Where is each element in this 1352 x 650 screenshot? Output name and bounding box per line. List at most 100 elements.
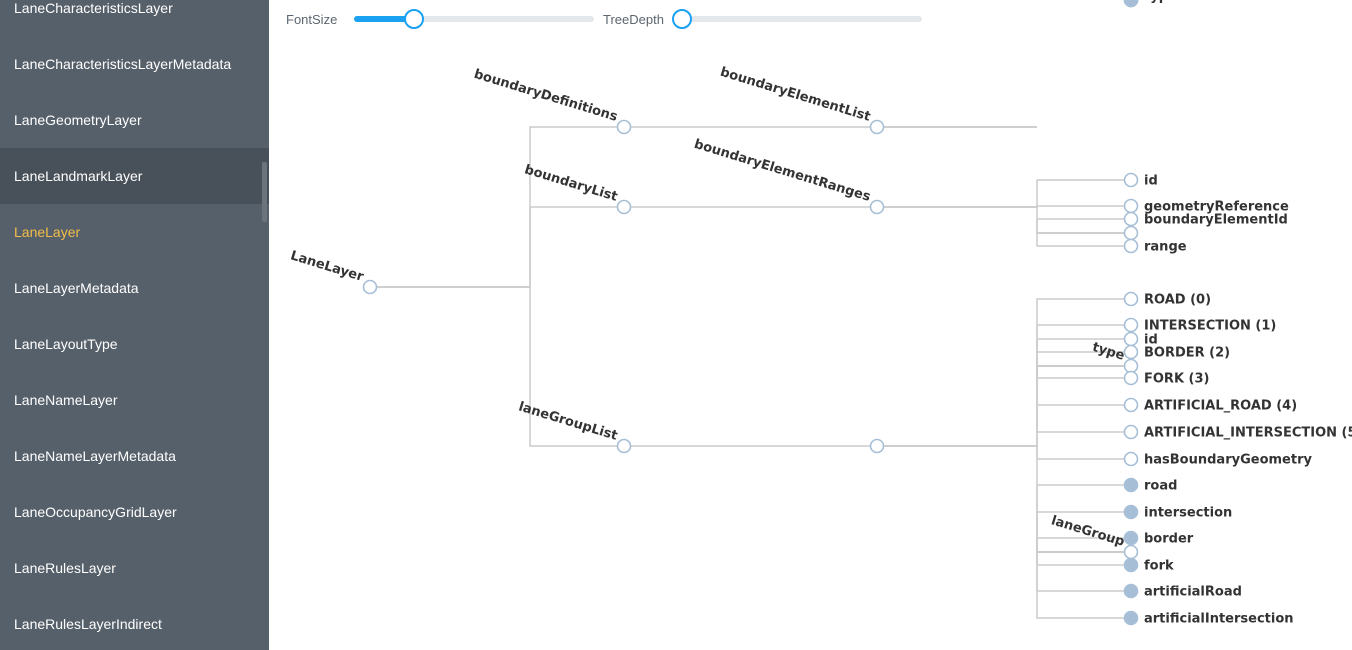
tree-link [1036, 365, 1138, 433]
tree-node-lanegrouplist[interactable] [869, 438, 885, 454]
tree-node-fork[interactable]: fork [1123, 557, 1174, 574]
tree-link [1036, 551, 1138, 566]
node-circle[interactable] [1123, 238, 1139, 254]
sidebar-item-lane-layer-metadata[interactable]: LaneLayerMetadata [14, 280, 139, 296]
node-label: intersection [1144, 506, 1232, 521]
node-circle[interactable] [1123, 583, 1139, 599]
tree-node-artificial-intersection-5[interactable]: ARTIFICIAL_INTERSECTION (5) [1123, 424, 1352, 441]
node-label: laneGroup [1049, 513, 1126, 550]
node-label: ROAD (0) [1144, 293, 1211, 308]
node-circle[interactable] [1123, 225, 1139, 241]
node-label: border [1144, 532, 1194, 547]
node-label: id [1144, 174, 1158, 189]
font-size-slider-thumb[interactable] [404, 9, 424, 29]
tree-node-boundarydefinitions[interactable]: boundaryDefinitions [472, 67, 632, 135]
node-circle[interactable] [1123, 331, 1139, 347]
node-circle[interactable] [616, 199, 632, 215]
sidebar-scrollbar[interactable] [262, 162, 267, 222]
sidebar-item-lane-rules-layer-indirect[interactable]: LaneRulesLayerIndirect [14, 616, 162, 632]
node-label: LaneLayer [289, 248, 366, 285]
tree-depth-slider[interactable] [672, 9, 922, 29]
node-label: BORDER (2) [1144, 346, 1230, 361]
tree-node-intersection[interactable]: intersection [1123, 504, 1233, 521]
node-circle[interactable] [616, 438, 632, 454]
tree-node-artificial-road-4[interactable]: ARTIFICIAL_ROAD (4) [1123, 397, 1298, 414]
tree-link [1036, 365, 1138, 379]
node-circle[interactable] [616, 119, 632, 135]
node-circle[interactable] [1123, 557, 1139, 573]
tree-node-boundaryelementranges[interactable] [1123, 225, 1139, 241]
node-circle[interactable] [869, 438, 885, 454]
tree-link [377, 206, 617, 288]
tree-node-border[interactable]: border [1123, 530, 1194, 547]
node-label: geometryReference [1144, 200, 1289, 215]
tree-node-id[interactable]: id [1123, 172, 1158, 189]
node-label: boundaryElementList [718, 65, 872, 125]
tree-link [1036, 551, 1138, 619]
node-circle[interactable] [1123, 610, 1139, 626]
sidebar-item-lane-layout-type[interactable]: LaneLayoutType [14, 336, 118, 352]
node-circle[interactable] [362, 279, 378, 295]
tree-node-artificialintersection[interactable]: artificialIntersection [1123, 610, 1294, 627]
tree-node-intersection-1[interactable]: INTERSECTION (1) [1123, 317, 1277, 334]
sidebar-item-lane-rules-layer[interactable]: LaneRulesLayer [14, 560, 116, 576]
sidebar-item-lane-name-layer[interactable]: LaneNameLayer [14, 392, 118, 408]
node-circle[interactable] [1123, 477, 1139, 493]
tree-node-artificialroad[interactable]: artificialRoad [1123, 583, 1242, 600]
tree-node-hasboundarygeometry[interactable]: hasBoundaryGeometry [1123, 451, 1313, 468]
node-circle[interactable] [1123, 370, 1139, 386]
sidebar-item-lane-characteristics-layer[interactable]: LaneCharacteristicsLayer [14, 0, 173, 16]
tree-depth-slider-thumb[interactable] [672, 9, 692, 29]
tree-link [377, 286, 617, 447]
sidebar-item-lane-characteristics-layer-metadata[interactable]: LaneCharacteristicsLayerMetadata [14, 56, 232, 72]
tree-node-boundaryelementranges[interactable]: boundaryElementRanges [692, 137, 885, 215]
node-circle[interactable] [1123, 530, 1139, 546]
tree-node-range[interactable]: range [1123, 238, 1187, 255]
node-circle[interactable] [1123, 358, 1139, 374]
node-circle[interactable] [1123, 504, 1139, 520]
node-circle[interactable] [1123, 544, 1139, 560]
tree-link [884, 338, 1124, 447]
node-circle[interactable] [1123, 198, 1139, 214]
tree-node-road[interactable]: road [1123, 477, 1178, 494]
node-label: ARTIFICIAL_INTERSECTION (5) [1144, 426, 1352, 441]
node-label: boundaryElementId [1144, 213, 1288, 228]
node-label: details [1144, 0, 1194, 4]
tree-node-id[interactable]: id [1123, 331, 1158, 348]
tree-node-lanegrouplist[interactable]: laneGroupList [517, 399, 632, 454]
tree-node-boundaryelementid[interactable]: boundaryElementId [1123, 211, 1288, 228]
node-circle[interactable] [1123, 451, 1139, 467]
node-circle[interactable] [1123, 424, 1139, 440]
font-size-slider[interactable] [354, 9, 594, 29]
node-circle[interactable] [1123, 291, 1139, 307]
sidebar-item-lane-occupancy-grid-layer[interactable]: LaneOccupancyGridLayer [14, 504, 177, 520]
node-circle[interactable] [1123, 211, 1139, 227]
node-label: laneGroupList [517, 399, 619, 443]
node-circle[interactable] [1123, 397, 1139, 413]
node-label: boundaryElementRanges [692, 137, 872, 205]
tree-link [1036, 232, 1138, 247]
node-circle[interactable] [1123, 0, 1139, 8]
tree-node-boundarylist[interactable]: boundaryList [523, 162, 632, 215]
sidebar-item-lane-geometry-layer[interactable]: LaneGeometryLayer [14, 112, 142, 128]
tree-node-border-2[interactable]: BORDER (2) [1123, 344, 1231, 361]
tree-node-fork-3[interactable]: FORK (3) [1123, 370, 1210, 387]
node-label: type [1144, 0, 1177, 4]
node-label: hasBoundaryGeometry [1144, 453, 1312, 468]
sidebar-item-lane-layer[interactable]: LaneLayer [14, 224, 81, 240]
tree-node-road-0[interactable]: ROAD (0) [1123, 291, 1212, 308]
node-circle[interactable] [1123, 172, 1139, 188]
node-label: artificialIntersection [1144, 612, 1294, 627]
tree-node-details[interactable]: details [1123, 0, 1195, 8]
node-circle[interactable] [869, 119, 885, 135]
tree-node-geometryreference[interactable]: geometryReference [1123, 198, 1290, 215]
tree-link [884, 179, 1124, 208]
tree-node-lanelayer[interactable]: LaneLayer [289, 248, 378, 295]
node-label: fork [1144, 559, 1174, 574]
node-circle[interactable] [869, 199, 885, 215]
sidebar-item-lane-name-layer-metadata[interactable]: LaneNameLayerMetadata [14, 448, 176, 464]
node-circle[interactable] [1123, 344, 1139, 360]
tree-node-boundaryelementlist[interactable]: boundaryElementList [718, 65, 885, 135]
sidebar-item-lane-landmark-layer[interactable]: LaneLandmarkLayer [0, 148, 269, 204]
node-circle[interactable] [1123, 317, 1139, 333]
